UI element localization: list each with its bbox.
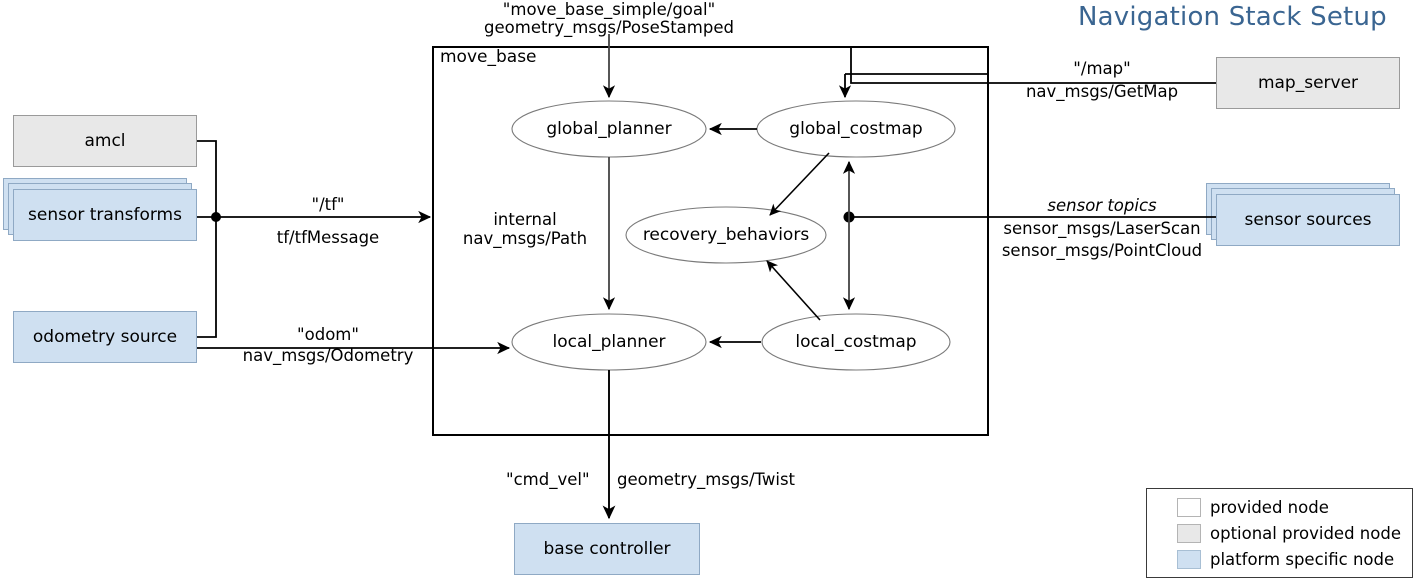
edge-label-map-topic: "/map" xyxy=(1073,59,1131,78)
node-odometry-source-label: odometry source xyxy=(32,327,178,347)
node-sensor-sources[interactable]: sensor sources xyxy=(1216,194,1400,246)
edge-label-odom-topic: "odom" xyxy=(297,325,359,344)
edge-label-internal-type: nav_msgs/Path xyxy=(462,229,588,248)
legend-item-platform-specific-node: platform specific node xyxy=(1177,550,1394,569)
edge-label-sensor-type-1: sensor_msgs/LaserScan xyxy=(1003,219,1201,238)
node-sensor-sources-label: sensor sources xyxy=(1244,210,1372,230)
edge-label-map-type: nav_msgs/GetMap xyxy=(1025,82,1179,101)
node-sensor-transforms-label: sensor transforms xyxy=(28,205,182,225)
node-map-server[interactable]: map_server xyxy=(1216,57,1400,109)
legend-label-provided-node: provided node xyxy=(1210,498,1329,517)
legend-label-optional-provided-node: optional provided node xyxy=(1210,524,1401,543)
edge-label-goal-type: geometry_msgs/PoseStamped xyxy=(484,18,734,37)
legend-item-optional-provided-node: optional provided node xyxy=(1177,524,1401,543)
diagram-title: Navigation Stack Setup xyxy=(1078,2,1387,32)
legend-swatch-optional-provided-node xyxy=(1177,524,1201,543)
node-base-controller-label: base controller xyxy=(543,539,671,559)
edge-label-tf-type: tf/tfMessage xyxy=(276,228,380,247)
node-sensor-transforms[interactable]: sensor transforms xyxy=(13,189,197,241)
node-odometry-source[interactable]: odometry source xyxy=(13,311,197,363)
edge-label-goal-topic: "move_base_simple/goal" xyxy=(502,0,716,19)
node-amcl-label: amcl xyxy=(84,131,126,151)
edge-label-internal-topic: internal xyxy=(493,210,557,229)
legend-swatch-platform-specific-node xyxy=(1177,550,1201,569)
edge-label-tf-topic: "/tf" xyxy=(311,195,345,214)
edge-label-sensor-topic: sensor topics xyxy=(1047,196,1157,215)
node-map-server-label: map_server xyxy=(1257,73,1359,93)
move-base-container xyxy=(432,46,989,436)
legend-item-provided-node: provided node xyxy=(1177,498,1329,517)
edge-label-cmd-type: geometry_msgs/Twist xyxy=(617,470,796,489)
edge-label-cmd-topic: "cmd_vel" xyxy=(506,470,590,489)
edge-label-odom-type: nav_msgs/Odometry xyxy=(242,346,414,365)
edge-label-sensor-type-2: sensor_msgs/PointCloud xyxy=(1001,241,1203,260)
legend-swatch-provided-node xyxy=(1177,498,1201,517)
node-base-controller[interactable]: base controller xyxy=(514,523,700,575)
node-amcl[interactable]: amcl xyxy=(13,115,197,167)
move-base-label: move_base xyxy=(440,47,537,67)
legend-label-platform-specific-node: platform specific node xyxy=(1210,550,1395,569)
